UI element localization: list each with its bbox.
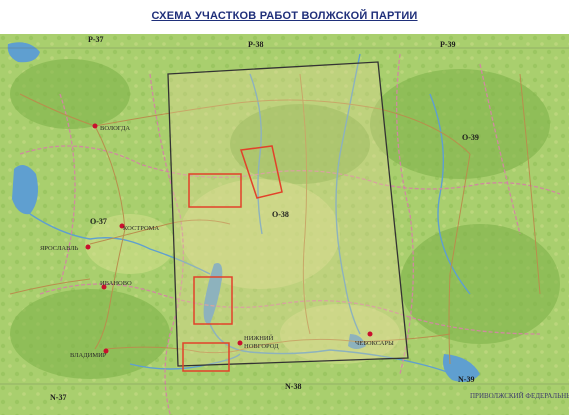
city-label-vologda: ВОЛОГДА bbox=[100, 125, 130, 132]
river-vetluga bbox=[335, 53, 361, 335]
sheet-o38-frame[interactable] bbox=[167, 61, 409, 367]
map-title-bar: СХЕМА УЧАСТКОВ РАБОТ ВОЛЖСКОЙ ПАРТИИ bbox=[0, 0, 569, 34]
city-dot-vladimir[interactable] bbox=[103, 348, 109, 354]
city-label-yaroslavl: ЯРОСЛАВЛЬ bbox=[40, 245, 79, 252]
sheet-label-n38: N-38 bbox=[285, 382, 301, 391]
river-volga-east bbox=[209, 323, 453, 375]
city-label-cheboksary: ЧЕБОКСАРЫ bbox=[355, 340, 394, 347]
sheet-label-p39: P-39 bbox=[440, 40, 456, 49]
sheet-label-p38: P-38 bbox=[248, 40, 264, 49]
sheet-grid bbox=[0, 47, 569, 385]
rivers bbox=[29, 53, 471, 375]
sheet-label-n37: N-37 bbox=[50, 393, 66, 402]
sheet-label-o38: O-38 bbox=[272, 210, 289, 219]
admin-borders bbox=[19, 53, 561, 415]
survey-area-4[interactable] bbox=[182, 342, 230, 372]
city-label-ivanovo: ИВАНОВО bbox=[100, 280, 132, 287]
sheet-label-p37: P-37 bbox=[88, 35, 104, 44]
sheet-label-n39: N-39 bbox=[458, 375, 474, 384]
gorky-reservoir bbox=[203, 263, 223, 325]
city-dot-kostroma[interactable] bbox=[119, 223, 125, 229]
survey-areas bbox=[182, 145, 283, 372]
sheet-label-o37: O-37 bbox=[90, 217, 107, 226]
survey-area-1[interactable] bbox=[188, 173, 242, 208]
sheet-label-o39: O-39 bbox=[462, 133, 479, 142]
city-markers bbox=[85, 123, 373, 354]
city-dot-cheboksary[interactable] bbox=[367, 331, 373, 337]
river-east bbox=[429, 93, 471, 295]
city-dot-ivanovo[interactable] bbox=[101, 284, 107, 290]
forest-areas bbox=[10, 59, 560, 379]
lakes bbox=[7, 42, 480, 382]
city-label-kostroma: КОСТРОМА bbox=[123, 225, 159, 232]
survey-area-3[interactable] bbox=[193, 276, 233, 325]
kuibyshev-reservoir bbox=[443, 354, 480, 382]
river-volga-west bbox=[29, 213, 211, 275]
city-dot-vologda[interactable] bbox=[92, 123, 98, 129]
roads bbox=[9, 73, 541, 365]
city-dot-yaroslavl[interactable] bbox=[85, 244, 91, 250]
district-label: ПРИВОЛЖСКИЙ ФЕДЕРАЛЬНЫЙ bbox=[470, 392, 569, 400]
map-area: P-37 P-38 P-39 O-37 O-38 O-39 N-37 N-38 … bbox=[0, 34, 569, 415]
survey-area-2[interactable] bbox=[240, 145, 283, 199]
lake-rybinsk bbox=[12, 165, 38, 215]
lake-north bbox=[7, 42, 40, 63]
map-canvas: P-37 P-38 P-39 O-37 O-38 O-39 N-37 N-38 … bbox=[0, 34, 569, 415]
map-title: СХЕМА УЧАСТКОВ РАБОТ ВОЛЖСКОЙ ПАРТИИ bbox=[151, 10, 418, 22]
city-dot-nizhny[interactable] bbox=[237, 340, 243, 346]
river-unzha bbox=[249, 73, 263, 235]
city-label-vladimir: ВЛАДИМИР bbox=[70, 352, 107, 359]
river-oka bbox=[129, 353, 241, 370]
